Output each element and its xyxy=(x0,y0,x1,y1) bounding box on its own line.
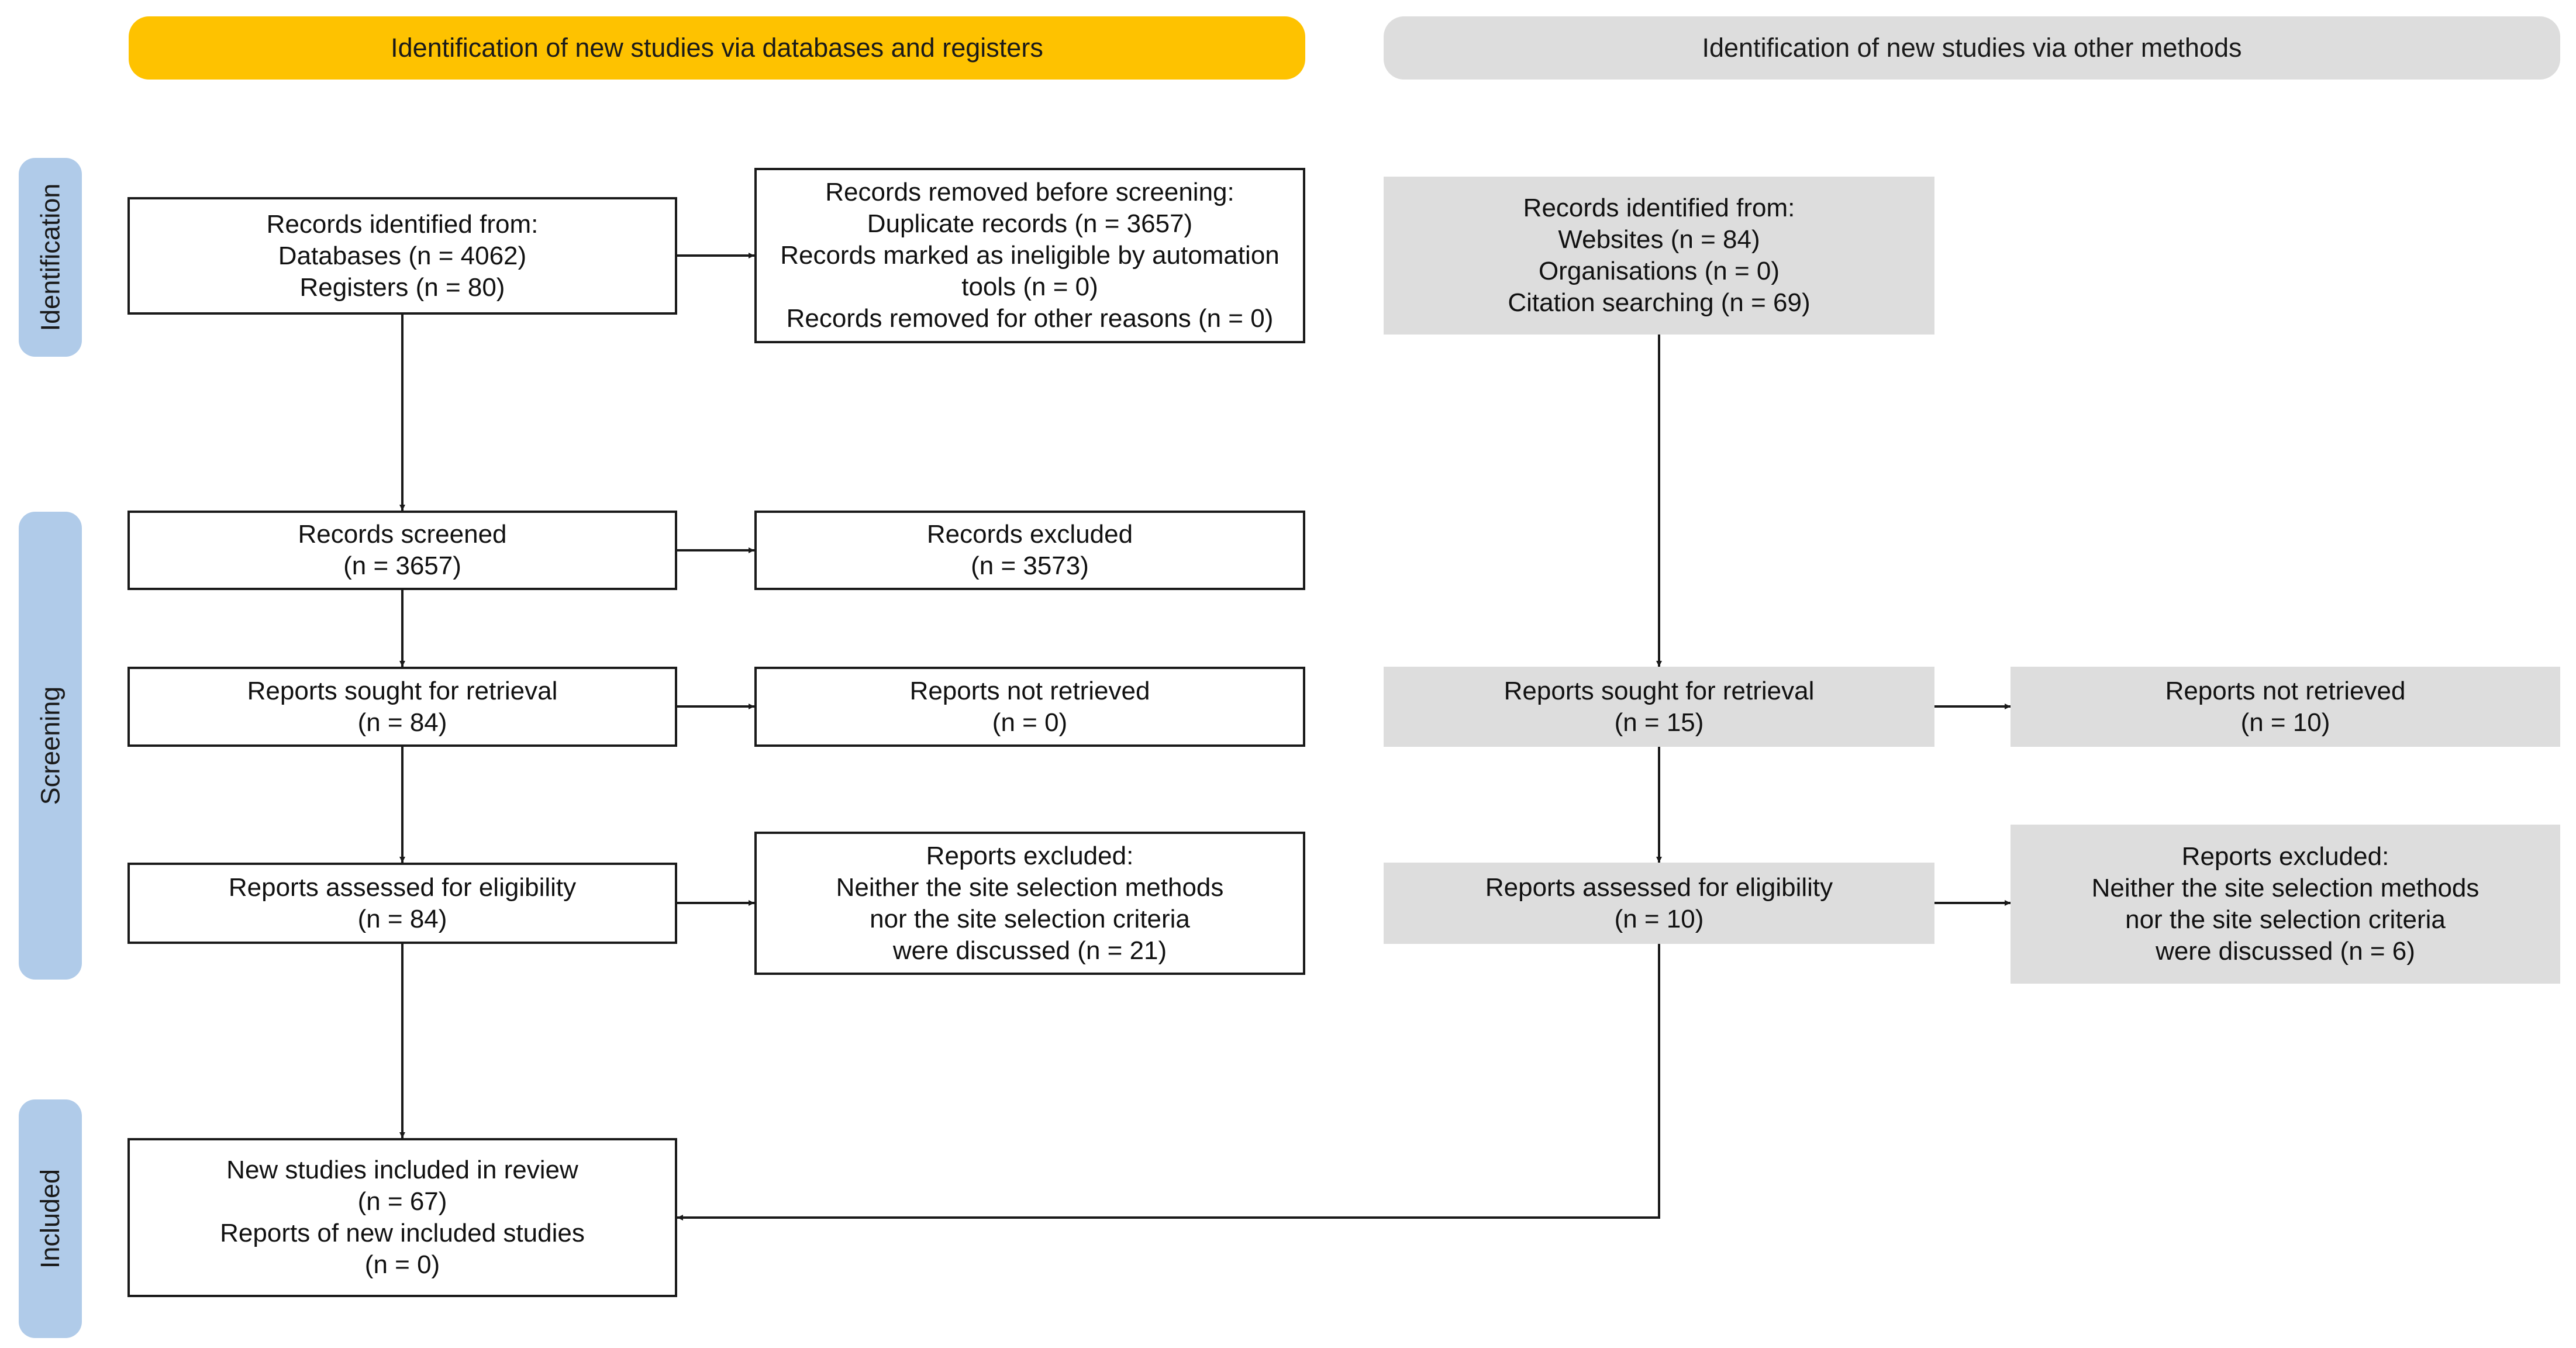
records-excluded-box: Records excluded (n = 3573) xyxy=(754,511,1305,590)
phase-included-text: Included xyxy=(35,1168,65,1269)
box-line: Records identified from: xyxy=(1523,194,1795,222)
box-line: Records identified from: xyxy=(266,209,539,239)
box-line: Reports assessed for eligibility xyxy=(1485,873,1833,902)
reports-not-retrieved-other-box: Reports not retrieved (n = 10) xyxy=(2011,667,2560,747)
box-line: were discussed (n = 21) xyxy=(892,936,1167,965)
box-line: tools (n = 0) xyxy=(961,273,1098,301)
box-line: Neither the site selection methods xyxy=(836,873,1224,902)
box-line: (n = 0) xyxy=(992,708,1068,737)
other-methods-header-label: Identification of new studies via other … xyxy=(1702,33,2242,63)
box-line: Reports assessed for eligibility xyxy=(228,873,577,902)
box-line: nor the site selection criteria xyxy=(2125,905,2446,934)
records-removed-before-screening-box: Records removed before screening: Duplic… xyxy=(754,168,1305,343)
databases-registers-header: Identification of new studies via databa… xyxy=(129,16,1305,80)
reports-sought-databases-box: Reports sought for retrieval (n = 84) xyxy=(127,667,677,747)
box-line: Records screened xyxy=(298,520,507,549)
box-line: New studies included in review xyxy=(226,1156,578,1184)
box-line: Records excluded xyxy=(926,520,1133,549)
box-line: Duplicate records (n = 3657) xyxy=(867,209,1193,238)
box-line: (n = 15) xyxy=(1614,708,1704,737)
box-line: Records removed for other reasons (n = 0… xyxy=(786,304,1274,333)
reports-excluded-databases-box: Reports excluded: Neither the site selec… xyxy=(754,832,1305,975)
new-studies-included-box: New studies included in review (n = 67) … xyxy=(127,1138,677,1297)
box-line: (n = 67) xyxy=(357,1187,447,1216)
phase-included-label: Included xyxy=(19,1099,82,1338)
box-line: Websites (n = 84) xyxy=(1558,225,1760,254)
box-line: Organisations (n = 0) xyxy=(1538,257,1780,285)
box-line: Databases (n = 4062) xyxy=(278,241,527,270)
records-identified-other-box: Records identified from: Websites (n = 8… xyxy=(1384,177,1934,335)
box-line: (n = 0) xyxy=(364,1250,440,1279)
box-line: Reports excluded: xyxy=(2181,842,2389,871)
reports-assessed-other-box: Reports assessed for eligibility (n = 10… xyxy=(1384,863,1934,944)
box-line: Registers (n = 80) xyxy=(299,273,505,302)
phase-identification-label: Identification xyxy=(19,158,82,357)
box-line: Records marked as ineligible by automati… xyxy=(780,241,1280,270)
box-line: Reports excluded: xyxy=(926,841,1134,870)
phase-screening-text: Screening xyxy=(35,686,65,805)
box-line: Reports of new included studies xyxy=(220,1219,585,1247)
box-line: (n = 10) xyxy=(1614,904,1704,933)
databases-header-label: Identification of new studies via databa… xyxy=(391,33,1043,63)
records-identified-databases-box: Records identified from: Databases (n = … xyxy=(127,197,677,315)
box-line: (n = 3657) xyxy=(343,551,461,580)
reports-assessed-databases-box: Reports assessed for eligibility (n = 84… xyxy=(127,863,677,944)
box-line: Reports sought for retrieval xyxy=(1503,676,1815,705)
box-line: (n = 84) xyxy=(357,708,447,737)
box-line: Reports sought for retrieval xyxy=(247,676,558,705)
box-line: (n = 84) xyxy=(357,904,447,933)
arrow-other-assessed-to-included xyxy=(677,944,1660,1221)
box-line: Reports not retrieved xyxy=(2165,676,2406,705)
other-methods-header: Identification of new studies via other … xyxy=(1384,16,2560,80)
reports-excluded-other-box: Reports excluded: Neither the site selec… xyxy=(2011,825,2560,984)
box-line: (n = 3573) xyxy=(971,551,1089,580)
phase-identification-text: Identification xyxy=(35,183,65,332)
box-line: Records removed before screening: xyxy=(825,178,1234,206)
phase-screening-label: Screening xyxy=(19,512,82,980)
reports-sought-other-box: Reports sought for retrieval (n = 15) xyxy=(1384,667,1934,747)
box-line: were discussed (n = 6) xyxy=(2156,937,2415,966)
reports-not-retrieved-databases-box: Reports not retrieved (n = 0) xyxy=(754,667,1305,747)
box-line: nor the site selection criteria xyxy=(870,904,1190,933)
records-screened-box: Records screened (n = 3657) xyxy=(127,511,677,590)
box-line: Reports not retrieved xyxy=(909,676,1150,705)
box-line: (n = 10) xyxy=(2240,708,2330,737)
box-line: Citation searching (n = 69) xyxy=(1508,288,1811,317)
box-line: Neither the site selection methods xyxy=(2091,874,2480,902)
